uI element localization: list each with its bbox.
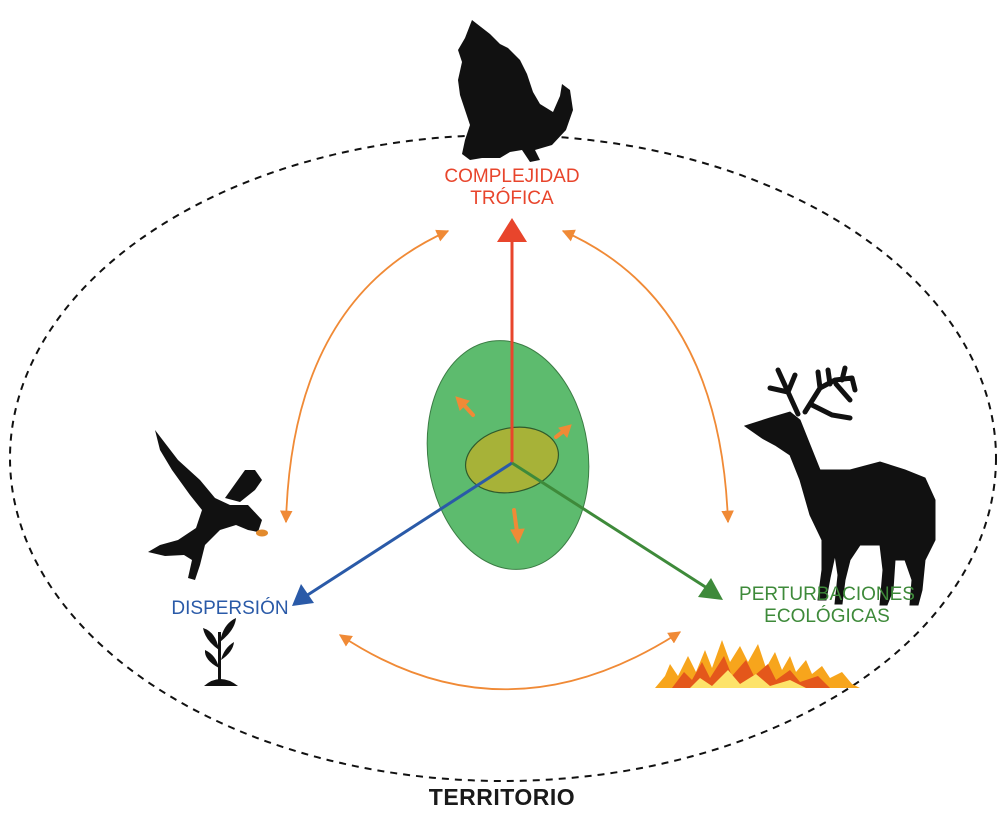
seedling-icon	[203, 618, 238, 686]
disturbance-label: PERTURBACIONES ECOLÓGICAS	[718, 584, 936, 628]
disturbance-label-line1: PERTURBACIONES	[718, 584, 936, 606]
dispersal-label: DISPERSIÓN	[150, 598, 310, 620]
territory-label-text: TERRITORIO	[429, 784, 575, 810]
flying-bird-icon	[148, 430, 268, 580]
howling-wolf-icon	[458, 20, 573, 162]
trophic-dispersal-arrow	[286, 231, 448, 522]
dispersal-disturbance-arrow	[340, 632, 680, 689]
territory-label: TERRITORIO	[402, 784, 602, 810]
elk-icon	[745, 368, 935, 605]
trophic-complexity-label: COMPLEJIDAD TRÓFICA	[412, 166, 612, 210]
dispersal-label-text: DISPERSIÓN	[150, 598, 310, 620]
fire-icon	[655, 640, 860, 688]
trophic-label-line2: TRÓFICA	[412, 188, 612, 210]
trophic-label-line1: COMPLEJIDAD	[412, 166, 612, 188]
trophic-axis-head	[497, 218, 527, 242]
disturbance-label-line2: ECOLÓGICAS	[718, 606, 936, 628]
